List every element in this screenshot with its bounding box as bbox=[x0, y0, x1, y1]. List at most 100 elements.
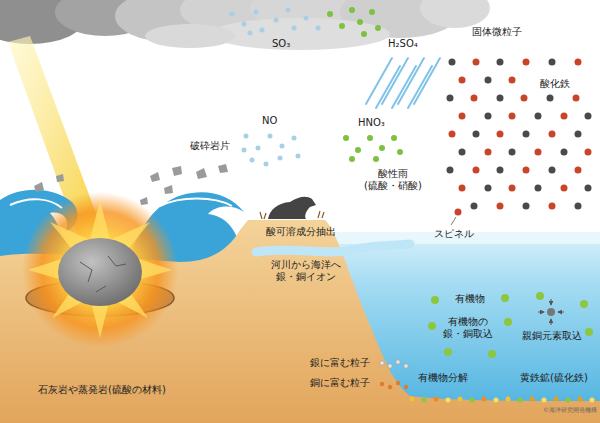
particle bbox=[459, 185, 466, 192]
particle bbox=[549, 203, 556, 210]
seafloor-particle bbox=[422, 398, 427, 403]
molecule bbox=[250, 158, 255, 163]
particle bbox=[521, 95, 528, 102]
silver-particle bbox=[404, 364, 408, 368]
particle bbox=[459, 113, 466, 120]
molecule bbox=[367, 135, 373, 141]
gas-label: H₂SO₄ bbox=[388, 38, 418, 50]
silver-particle bbox=[380, 361, 384, 365]
particle-label: 銀に富む粒子 bbox=[310, 357, 370, 369]
particle bbox=[473, 59, 480, 66]
solid-particles bbox=[447, 59, 592, 216]
organic-particle bbox=[488, 350, 496, 358]
no-molecules bbox=[242, 134, 301, 167]
organic-matter bbox=[428, 292, 593, 358]
particle bbox=[561, 185, 568, 192]
copper-particle bbox=[404, 385, 408, 389]
particle bbox=[509, 185, 516, 192]
molecule bbox=[256, 146, 261, 151]
particle bbox=[561, 149, 568, 156]
particle bbox=[523, 131, 530, 138]
organic-particle bbox=[504, 318, 512, 326]
process-label: 酸可溶成分抽出 bbox=[266, 226, 336, 238]
molecule bbox=[230, 12, 235, 17]
rain-label: 酸性雨 (硫酸・硝酸) bbox=[363, 168, 423, 192]
fragment bbox=[34, 182, 44, 192]
particle bbox=[473, 167, 480, 174]
silver-particle bbox=[396, 360, 400, 364]
molecule bbox=[268, 134, 273, 139]
particle bbox=[497, 131, 504, 138]
particle bbox=[485, 185, 492, 192]
particle bbox=[535, 113, 542, 120]
rain-streak bbox=[366, 58, 392, 104]
particle bbox=[585, 149, 592, 156]
impactor-rock bbox=[58, 238, 142, 306]
organic-particle bbox=[428, 322, 436, 330]
gas-label: NO bbox=[262, 115, 277, 127]
molecule bbox=[296, 154, 301, 159]
dead-animal bbox=[268, 197, 316, 219]
molecule bbox=[292, 136, 297, 141]
gas-label: HNO₃ bbox=[358, 117, 385, 129]
fragment bbox=[196, 168, 207, 179]
particle bbox=[509, 113, 516, 120]
acid-rain bbox=[366, 58, 440, 108]
particle bbox=[509, 77, 516, 84]
seafloor-particles bbox=[410, 397, 595, 403]
fragment-label: 破砕岩片 bbox=[190, 140, 230, 152]
seafloor-particle bbox=[446, 398, 451, 403]
fragment bbox=[56, 174, 64, 182]
particle bbox=[509, 149, 516, 156]
pyrite-particle bbox=[590, 398, 595, 403]
molecule bbox=[327, 11, 333, 17]
pyrite-particle bbox=[554, 397, 559, 402]
rock-crack bbox=[80, 256, 126, 292]
leader-line bbox=[451, 217, 456, 225]
seafloor-particle bbox=[458, 397, 463, 402]
uptake-arrow bbox=[558, 312, 564, 313]
particle bbox=[471, 203, 478, 210]
cloud-puff bbox=[210, 18, 390, 50]
wave-crest bbox=[160, 199, 232, 207]
particle bbox=[575, 59, 582, 66]
molecule bbox=[242, 148, 247, 153]
grass bbox=[260, 211, 324, 219]
organic-particle bbox=[580, 300, 588, 308]
particle bbox=[535, 149, 542, 156]
particle bbox=[449, 59, 456, 66]
watermark: ©海洋研究開発機構 bbox=[543, 406, 597, 413]
particle bbox=[459, 149, 466, 156]
molecule bbox=[397, 149, 403, 155]
particle bbox=[549, 131, 556, 138]
molecule bbox=[248, 31, 253, 36]
fragment bbox=[164, 185, 173, 194]
particle bbox=[497, 203, 504, 210]
copper-particle bbox=[388, 385, 392, 389]
pyrite-particle bbox=[542, 398, 547, 403]
rain-streak bbox=[398, 58, 424, 104]
particle bbox=[447, 95, 454, 102]
cloud-puff bbox=[420, 0, 490, 28]
fragment bbox=[150, 172, 160, 182]
explosion bbox=[22, 192, 178, 348]
molecule bbox=[244, 134, 249, 139]
organic-particle bbox=[431, 296, 439, 304]
fragment bbox=[218, 164, 228, 173]
organic-label: 有機物 bbox=[455, 293, 485, 305]
molecule bbox=[274, 18, 279, 23]
process-label: 有機物の 銀・銅取込 bbox=[442, 316, 494, 340]
particle-label: スピネル bbox=[434, 228, 474, 240]
seafloor-particle bbox=[410, 397, 415, 402]
molecule bbox=[280, 144, 285, 149]
molecule bbox=[286, 8, 291, 13]
molecule bbox=[316, 26, 321, 31]
uptake-arrow bbox=[551, 299, 552, 305]
particle bbox=[523, 167, 530, 174]
copper-particle bbox=[380, 382, 384, 386]
organic-particle bbox=[501, 294, 509, 302]
organic-particle bbox=[536, 292, 544, 300]
particle bbox=[497, 167, 504, 174]
